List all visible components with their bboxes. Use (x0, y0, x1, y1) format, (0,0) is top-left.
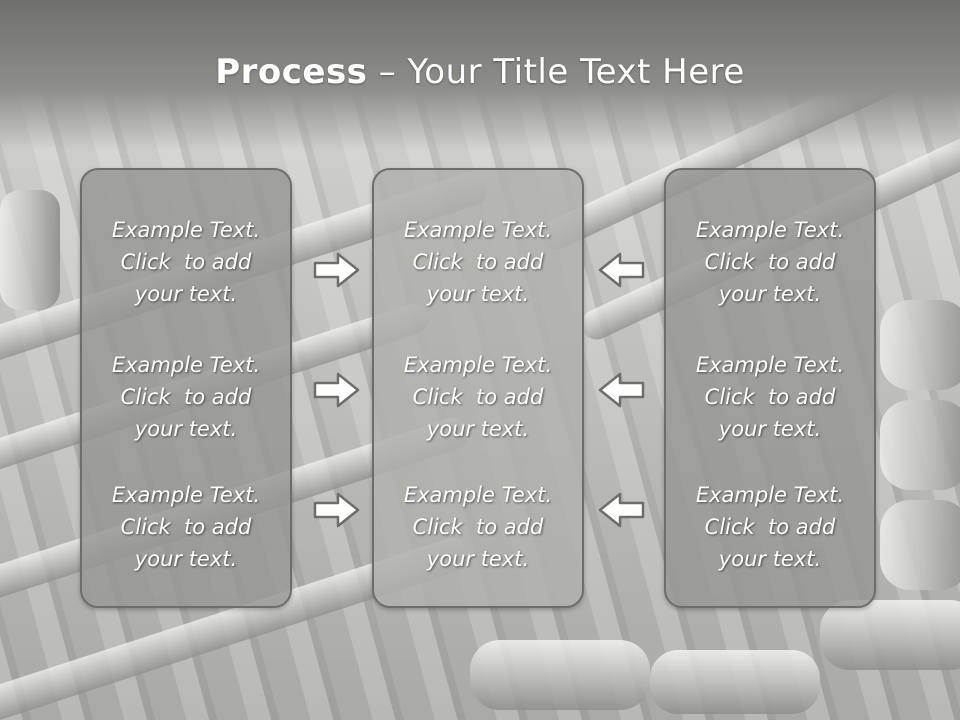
text-line: Example Text. (403, 218, 553, 242)
text-line: Example Text. (695, 353, 845, 377)
text-line: Click to add (120, 385, 252, 409)
arrow-left-icon[interactable] (596, 490, 646, 530)
text-line: your text. (134, 547, 238, 571)
text-placeholder[interactable]: Example Text. Click to add your text. (82, 214, 290, 310)
text-line: your text. (426, 547, 530, 571)
text-line: Click to add (704, 385, 836, 409)
text-line: your text. (718, 417, 822, 441)
text-line: Example Text. (111, 218, 261, 242)
arrow-right-icon[interactable] (312, 250, 362, 290)
text-line: Click to add (120, 250, 252, 274)
title-bold: Process (215, 52, 368, 92)
text-line: Example Text. (403, 483, 553, 507)
arrow-left-icon[interactable] (596, 250, 646, 290)
arrow-right-icon[interactable] (312, 370, 362, 410)
title-rest: – Your Title Text Here (367, 52, 745, 92)
text-line: Click to add (704, 515, 836, 539)
page-title[interactable]: Process – Your Title Text Here (0, 52, 960, 92)
text-line: your text. (718, 547, 822, 571)
text-line: Example Text. (111, 353, 261, 377)
process-column-right[interactable]: Example Text. Click to add your text. Exam… (664, 168, 876, 608)
text-line: Example Text. (403, 353, 553, 377)
text-line: your text. (718, 282, 822, 306)
title-bar (0, 0, 960, 150)
text-line: Click to add (412, 385, 544, 409)
text-placeholder[interactable]: Example Text. Click to add your text. (82, 479, 290, 575)
text-line: Example Text. (695, 218, 845, 242)
text-placeholder[interactable]: Example Text. Click to add your text. (666, 214, 874, 310)
text-line: Click to add (120, 515, 252, 539)
text-placeholder[interactable]: Example Text. Click to add your text. (374, 479, 582, 575)
process-column-left[interactable]: Example Text. Click to add your text. Exam… (80, 168, 292, 608)
text-line: your text. (134, 417, 238, 441)
text-line: Click to add (704, 250, 836, 274)
text-line: Click to add (412, 515, 544, 539)
text-line: Example Text. (111, 483, 261, 507)
text-line: your text. (426, 417, 530, 441)
text-placeholder[interactable]: Example Text. Click to add your text. (374, 214, 582, 310)
text-line: your text. (426, 282, 530, 306)
text-line: Example Text. (695, 483, 845, 507)
arrow-left-icon[interactable] (596, 370, 646, 410)
text-placeholder[interactable]: Example Text. Click to add your text. (82, 349, 290, 445)
text-placeholder[interactable]: Example Text. Click to add your text. (666, 349, 874, 445)
text-line: your text. (134, 282, 238, 306)
arrow-right-icon[interactable] (312, 490, 362, 530)
text-placeholder[interactable]: Example Text. Click to add your text. (666, 479, 874, 575)
process-column-middle[interactable]: Example Text. Click to add your text. Exam… (372, 168, 584, 608)
text-placeholder[interactable]: Example Text. Click to add your text. (374, 349, 582, 445)
text-line: Click to add (412, 250, 544, 274)
